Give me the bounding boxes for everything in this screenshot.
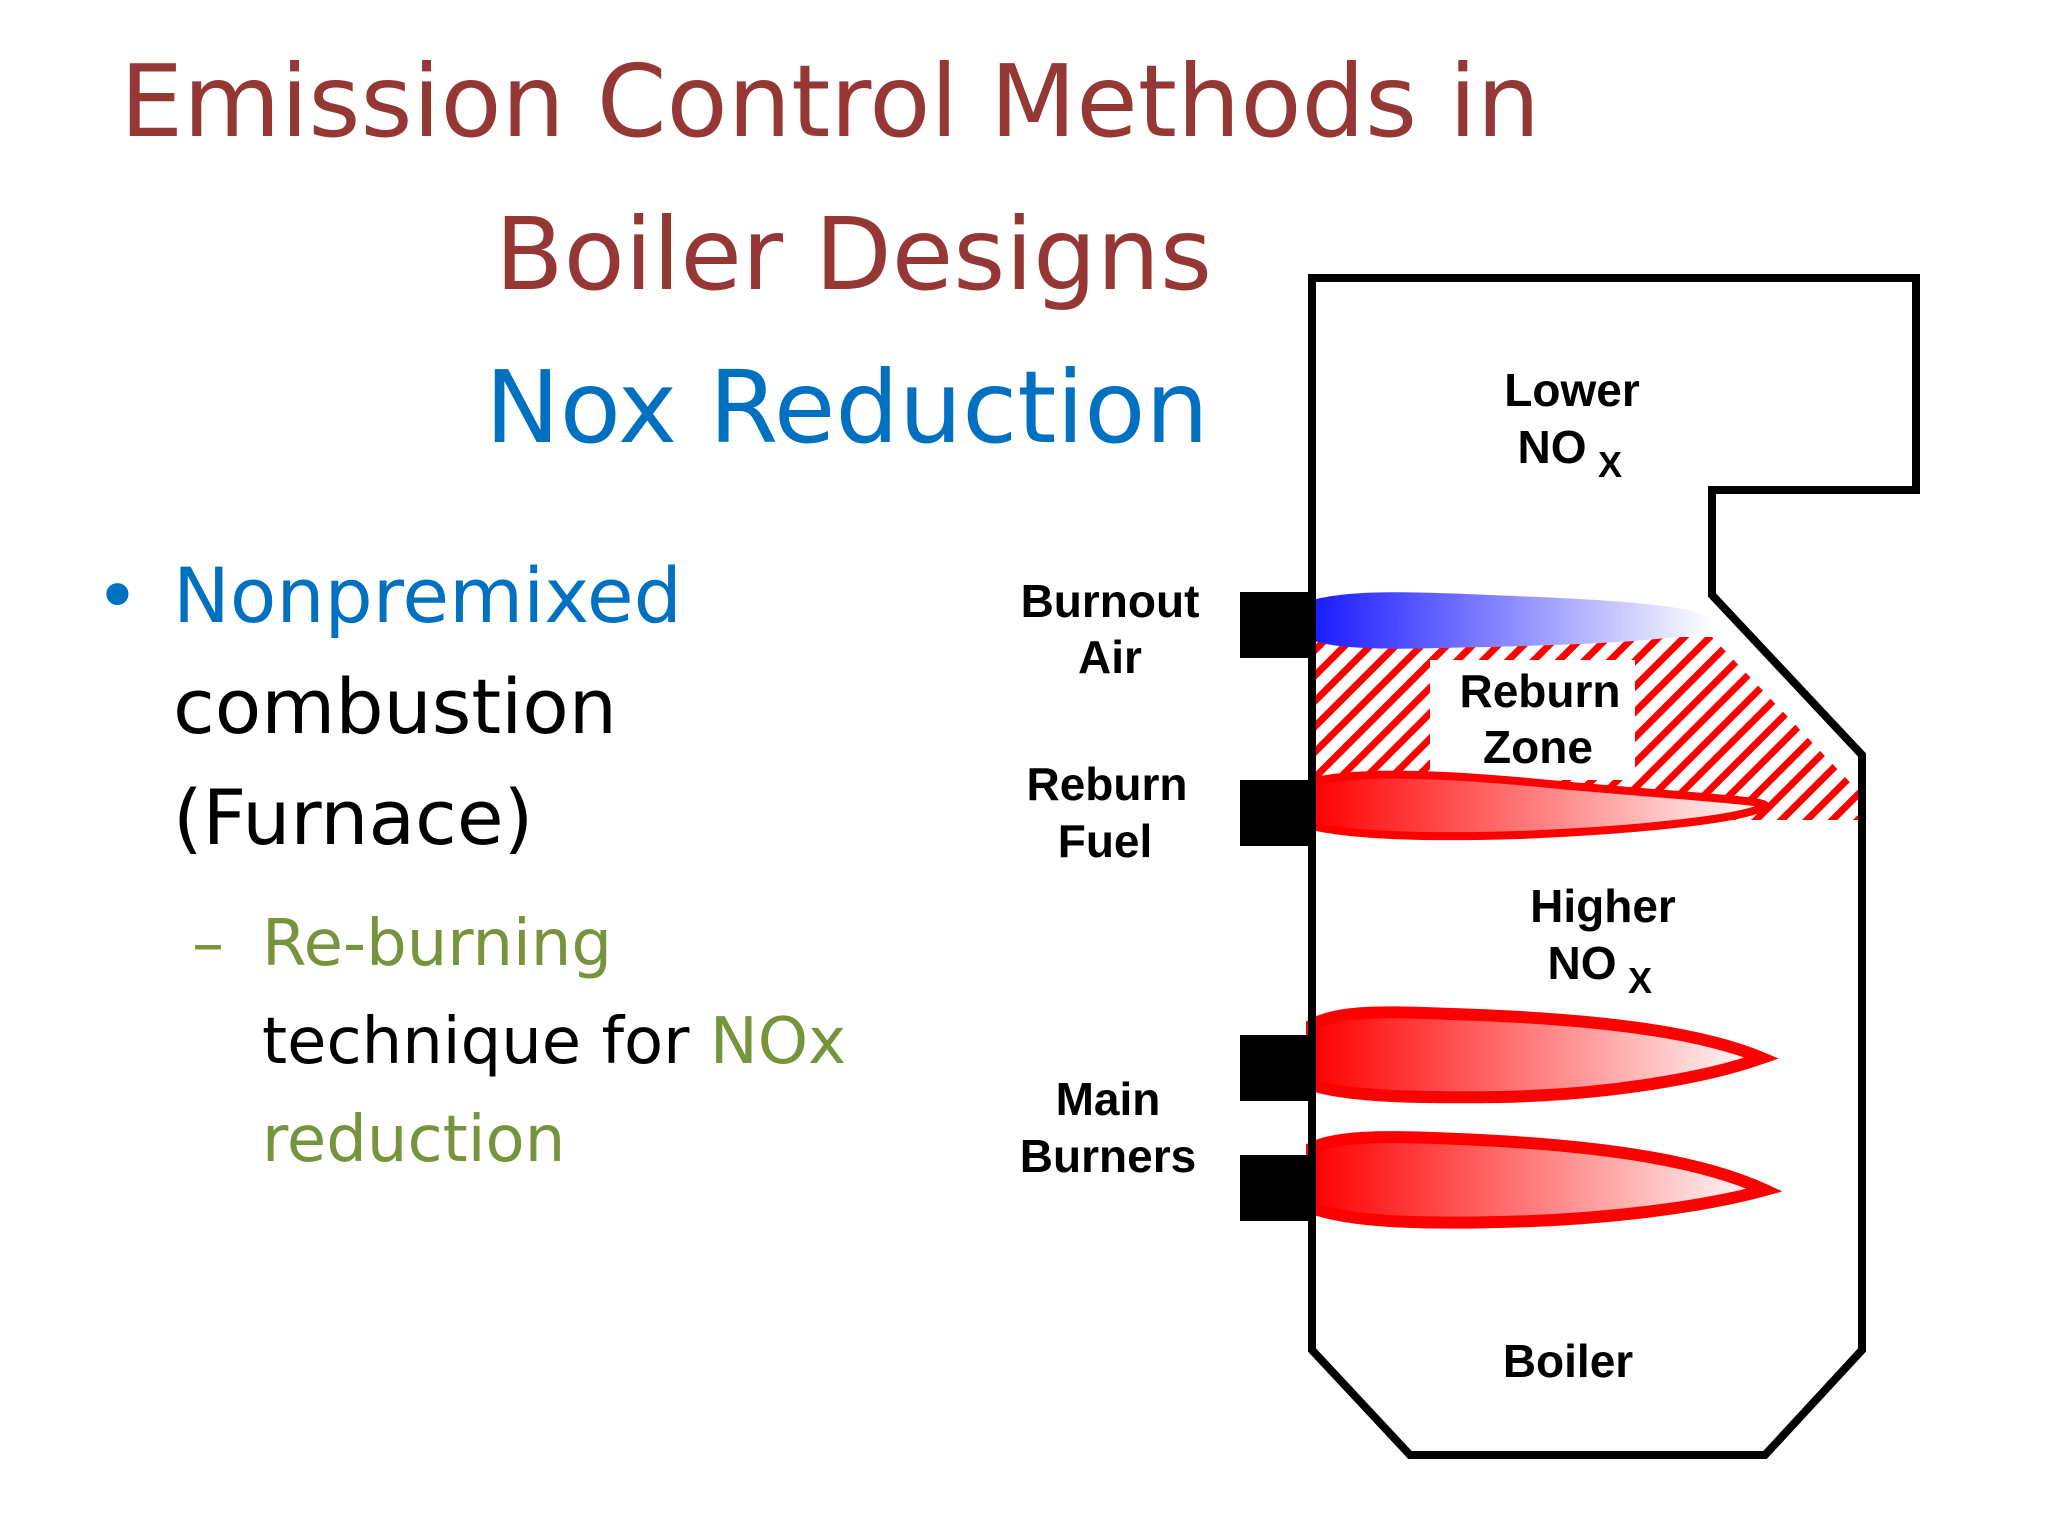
boiler-outline bbox=[1308, 274, 1920, 1459]
bullet-highlight: Nonpremixed bbox=[173, 551, 682, 640]
sub-bullet-reburning: Re-burning technique for NOx reduction bbox=[262, 895, 846, 1189]
sub-bullet-reduction: reduction bbox=[262, 1103, 566, 1177]
sub-bullet-highlight: Re-burning bbox=[262, 907, 612, 981]
main-burner-flame-2 bbox=[1306, 1131, 1783, 1229]
boiler-label: Boiler bbox=[1503, 1335, 1633, 1387]
reburn-zone-label-2: Zone bbox=[1483, 721, 1593, 773]
lower-nox-label: NO bbox=[1518, 421, 1587, 473]
sub-bullet-text: technique for bbox=[262, 1005, 710, 1079]
reburn-fuel-flame bbox=[1308, 770, 1771, 841]
slide-title-line-2: Boiler Designs bbox=[495, 196, 1213, 313]
lower-nox-subscript: X bbox=[1598, 444, 1622, 485]
burnout-air-label-2: Air bbox=[1078, 631, 1142, 683]
bullet-item-nonpremixed: Nonpremixed combustion (Furnace) bbox=[173, 540, 682, 873]
higher-label: Higher bbox=[1530, 880, 1676, 932]
bullet-line-3: (Furnace) bbox=[173, 773, 534, 862]
slide-title-line-1: Emission Control Methods in bbox=[120, 43, 1541, 160]
sub-bullet-marker: – bbox=[192, 907, 224, 981]
reburn-zone-label-bg bbox=[1430, 660, 1635, 780]
burnout-air-port bbox=[1240, 592, 1312, 658]
sub-bullet-nox: NOx bbox=[709, 1005, 846, 1079]
bullet-line-2: combustion bbox=[173, 662, 617, 751]
reburn-fuel-port bbox=[1240, 780, 1312, 846]
slide-subtitle: Nox Reduction bbox=[485, 349, 1209, 466]
bullet-marker: • bbox=[95, 551, 140, 640]
main-burner-port-1 bbox=[1240, 1035, 1312, 1101]
burnout-air-label-1: Burnout bbox=[1021, 575, 1200, 627]
burnout-air-flame bbox=[1312, 592, 1713, 649]
higher-nox-label: NO bbox=[1548, 937, 1617, 989]
main-burner-port-2 bbox=[1240, 1155, 1312, 1221]
reburn-fuel-label-2: Fuel bbox=[1058, 815, 1153, 867]
reburn-zone-label-1: Reburn bbox=[1460, 665, 1621, 717]
main-burners-label-1: Main bbox=[1056, 1073, 1161, 1125]
main-burner-flame-1 bbox=[1306, 1006, 1779, 1104]
higher-nox-subscript: X bbox=[1628, 960, 1652, 1001]
lower-label: Lower bbox=[1504, 364, 1640, 416]
reburn-fuel-label-1: Reburn bbox=[1027, 758, 1188, 810]
main-burners-label-2: Burners bbox=[1020, 1130, 1196, 1182]
